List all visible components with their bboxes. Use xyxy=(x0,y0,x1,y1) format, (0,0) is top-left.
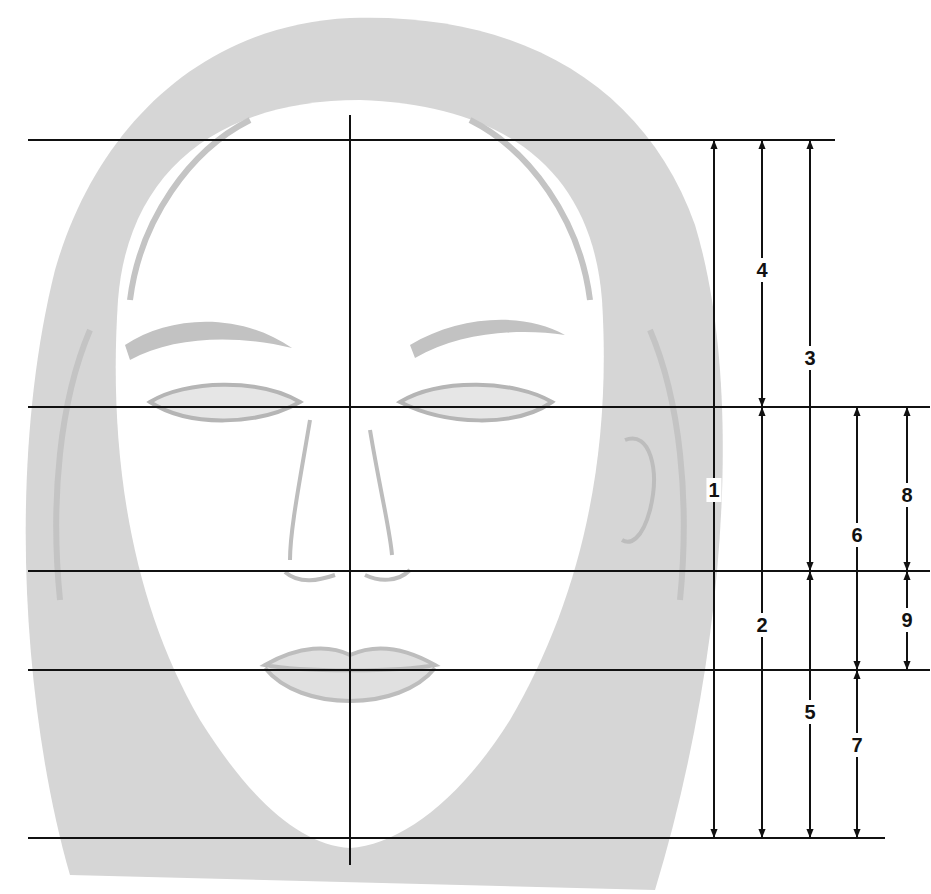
callout-number: 2 xyxy=(754,613,769,637)
callout-number: 5 xyxy=(802,700,817,724)
horizontal-guide xyxy=(28,139,835,141)
horizontal-guide xyxy=(28,406,930,408)
callout-number: 4 xyxy=(754,258,769,282)
horizontal-guide xyxy=(28,570,930,572)
callout-number: 8 xyxy=(899,483,914,507)
center-line xyxy=(349,115,351,865)
callout-number: 7 xyxy=(849,733,864,757)
dimension-arrows xyxy=(714,141,907,837)
face-outline xyxy=(116,100,604,848)
right-eye xyxy=(400,385,552,421)
ear xyxy=(622,438,654,541)
left-eye xyxy=(150,385,300,421)
horizontal-guide xyxy=(28,669,930,671)
horizontal-guide xyxy=(28,837,885,839)
guide-lines xyxy=(28,115,930,865)
callout-number: 3 xyxy=(802,346,817,370)
hair xyxy=(26,18,723,890)
face-sketch xyxy=(26,18,723,890)
hair-strands xyxy=(56,120,684,600)
callout-number: 9 xyxy=(899,608,914,632)
callout-number: 1 xyxy=(706,478,721,502)
right-eyebrow xyxy=(410,320,565,358)
nose xyxy=(285,420,410,580)
left-eyebrow xyxy=(125,322,292,360)
callout-number: 6 xyxy=(849,523,864,547)
